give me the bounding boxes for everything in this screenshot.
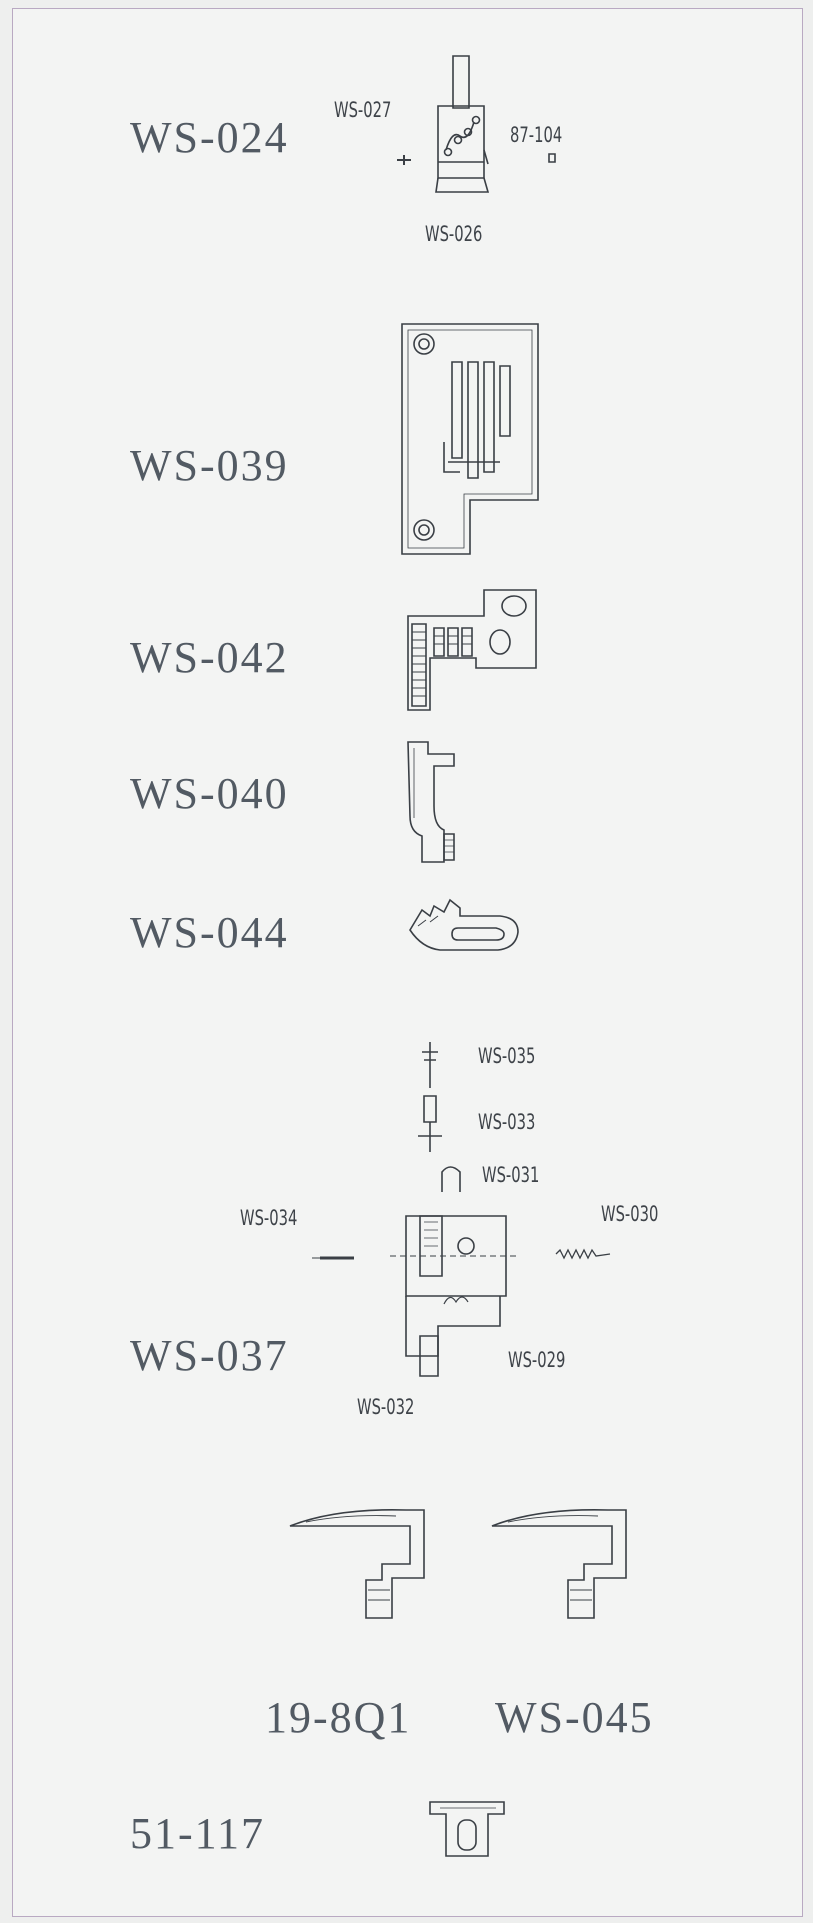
label-ws-024: WS-024 <box>130 113 289 162</box>
label-ws-040: WS-040 <box>130 769 289 818</box>
label-51-117: 51-117 <box>130 1809 266 1858</box>
callout-ws-035: WS-035 <box>478 1044 536 1068</box>
callout-ws-027: WS-027 <box>334 98 392 122</box>
label-ws-045: WS-045 <box>495 1693 654 1742</box>
narrow-feed-dog-drawing <box>404 736 464 866</box>
looper-assembly-drawing <box>320 1036 620 1396</box>
callout-87-104: 87-104 <box>510 123 563 147</box>
callout-ws-033: WS-033 <box>478 1110 536 1134</box>
right-looper-drawing <box>488 1500 636 1624</box>
left-looper-drawing <box>286 1500 434 1624</box>
callout-ws-034: WS-034 <box>240 1206 298 1230</box>
feed-dog-drawing <box>404 586 540 714</box>
callout-ws-026: WS-026 <box>425 222 483 246</box>
presser-piece-drawing <box>404 890 522 956</box>
label-19-801: 19-8Q1 <box>265 1693 412 1742</box>
label-ws-037: WS-037 <box>130 1331 289 1380</box>
label-ws-039: WS-039 <box>130 441 289 490</box>
label-ws-042: WS-042 <box>130 633 289 682</box>
callout-ws-029: WS-029 <box>508 1348 566 1372</box>
small-bracket-drawing <box>426 1798 508 1860</box>
needle-clamp-drawing <box>380 50 560 210</box>
catalog-frame <box>12 8 803 1917</box>
callout-ws-030: WS-030 <box>601 1202 659 1226</box>
throat-plate-drawing <box>400 322 542 556</box>
callout-ws-032: WS-032 <box>357 1395 415 1419</box>
label-ws-044: WS-044 <box>130 908 289 957</box>
callout-ws-031: WS-031 <box>482 1163 540 1187</box>
